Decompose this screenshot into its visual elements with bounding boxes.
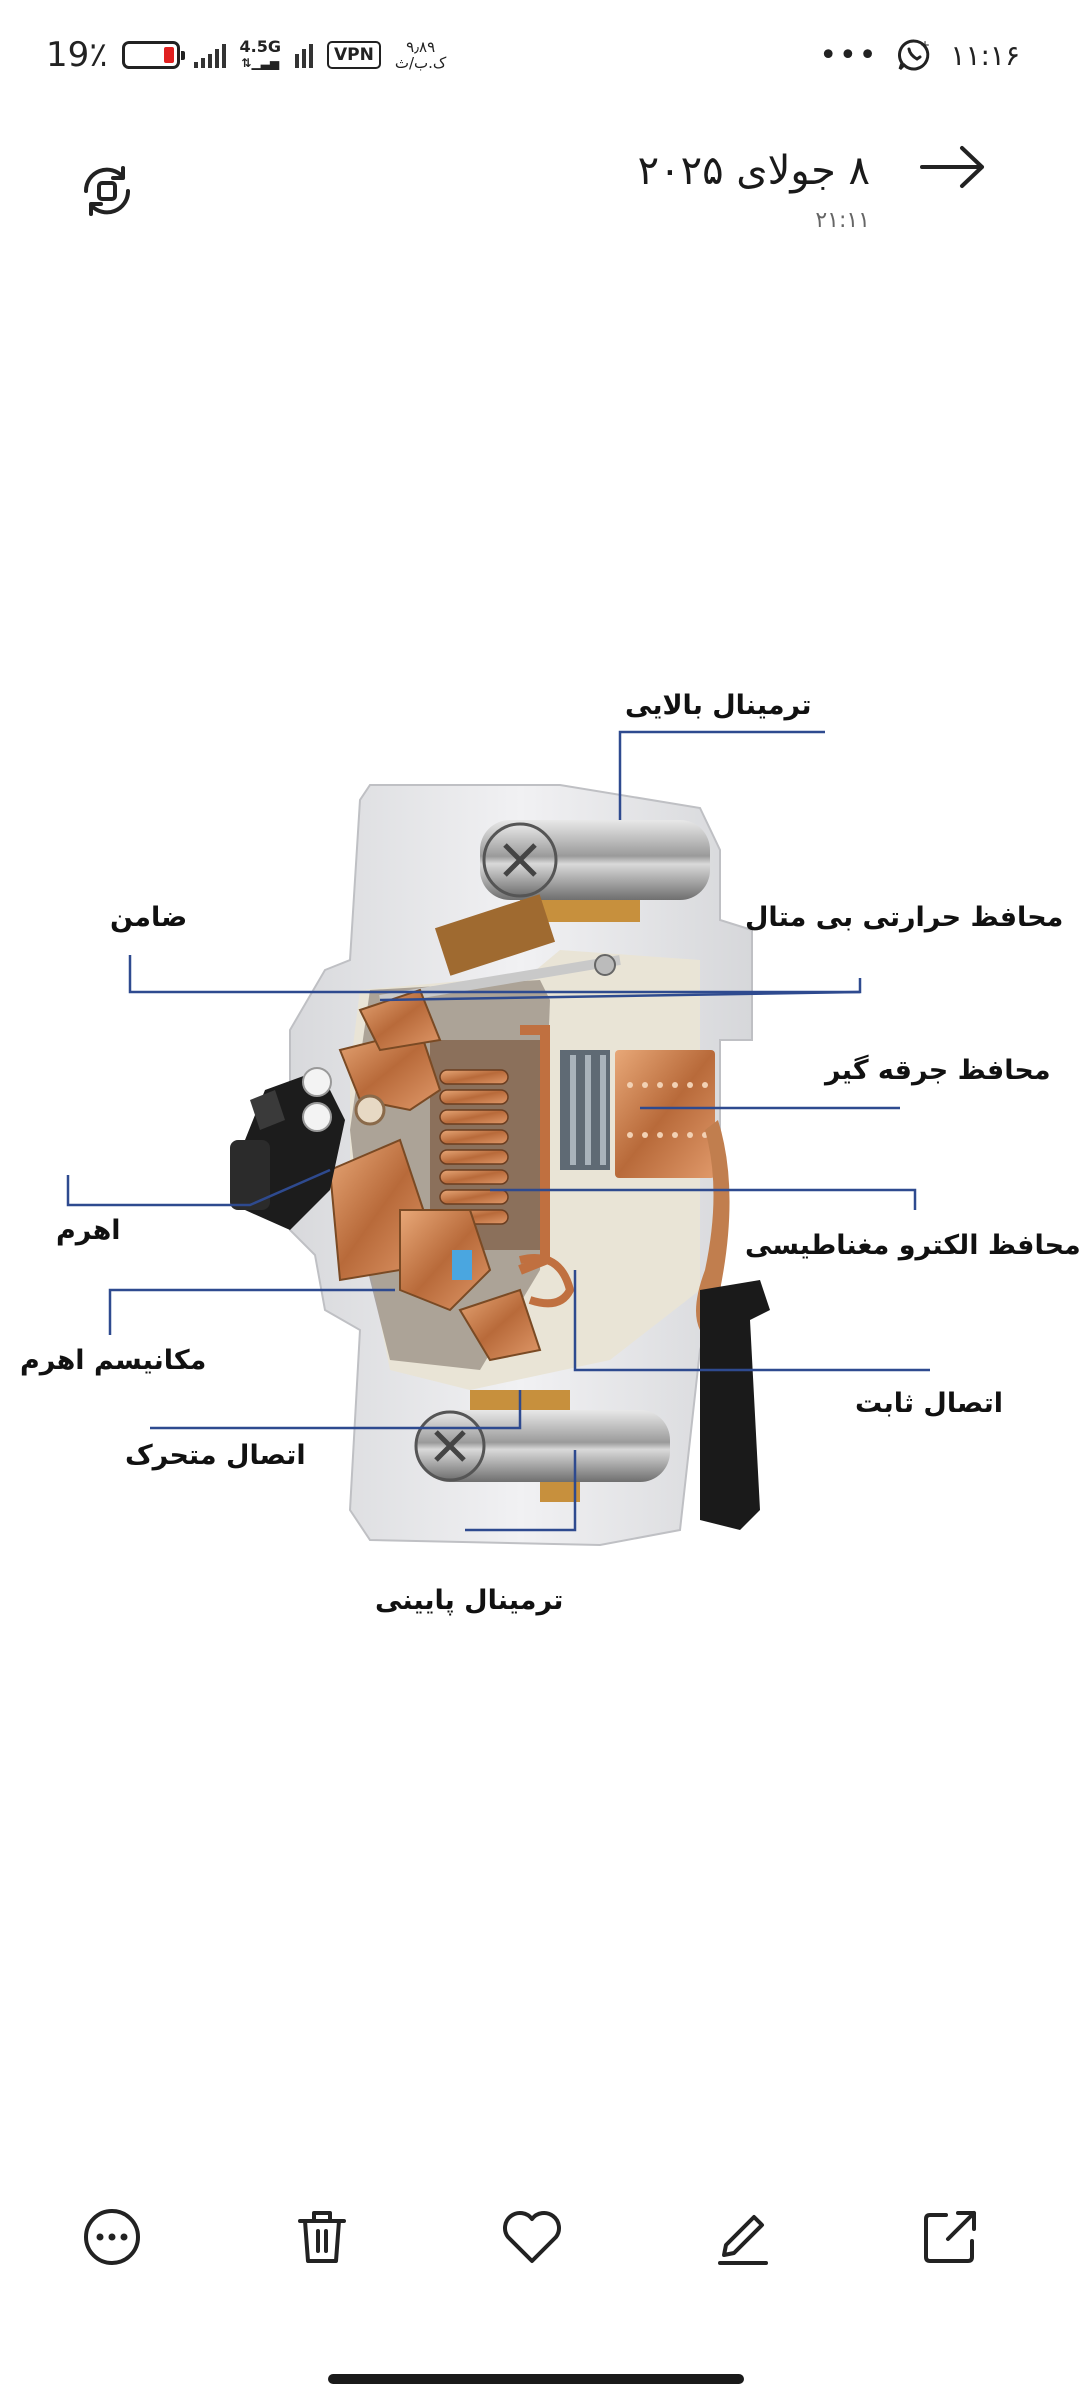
clock: ۱۱:۱۶	[950, 38, 1020, 72]
label-electromagnetic: محافظ الکترو مغناطیسی	[745, 1230, 1080, 1261]
speed-value: ۹٫۸۹	[406, 38, 436, 56]
label-fixed-contact: اتصال ثابت	[855, 1388, 1003, 1419]
label-arc-chute: محافظ جرقه گیر	[825, 1055, 1051, 1086]
network-type: 4.5G	[239, 37, 282, 56]
battery-icon	[121, 41, 185, 69]
label-top-terminal: ترمینال بالایی	[625, 690, 812, 721]
svg-text:+: +	[920, 38, 930, 52]
label-lever-mechanism: مکانیسم اهرم	[20, 1345, 207, 1376]
label-guarantor: ضامن	[110, 902, 188, 933]
arc-chute	[560, 1050, 730, 1330]
top-terminal	[434, 820, 710, 976]
more-notifications-icon: •••	[819, 37, 879, 73]
signal-icon	[193, 42, 226, 68]
breaker-illustration	[230, 784, 770, 1547]
speed-unit: ک.ب/ث	[394, 54, 447, 72]
page-title: ۸ جولای ۲۰۲۵	[637, 148, 870, 194]
page-subtitle: ۲۱:۱۱	[815, 208, 870, 233]
edit-icon[interactable]	[710, 2205, 774, 2269]
network-indicator: 4.5G ⇅▁▃▅	[239, 37, 282, 71]
network-speed: ۹٫۸۹ ک.ب/ث	[395, 39, 447, 71]
whatsapp-icon: +	[898, 38, 930, 71]
more-icon[interactable]	[80, 2205, 144, 2269]
status-bar-right: ••• + ۱۱:۱۶	[819, 30, 1020, 80]
label-lever: اهرم	[56, 1215, 121, 1246]
share-icon[interactable]	[918, 2205, 982, 2269]
label-bottom-terminal: ترمینال پایینی	[375, 1585, 564, 1616]
breaker-diagram: ترمینال بالایی محافظ حرارتی بی متال ضامن…	[0, 670, 1080, 1670]
label-bimetal: محافظ حرارتی بی متال	[745, 902, 1064, 933]
label-moving-contact: اتصال متحرک	[125, 1440, 306, 1471]
favorite-icon[interactable]	[500, 2205, 564, 2269]
status-bar: 19٪ 4.5G ⇅▁▃▅ VPN ۹٫۸۹ ک.ب/ث ••• + ۱۱:۱۶	[0, 0, 1080, 110]
rotate-icon[interactable]	[78, 162, 136, 220]
status-bar-left: 19٪ 4.5G ⇅▁▃▅ VPN ۹٫۸۹ ک.ب/ث	[46, 30, 446, 80]
lever-mechanism	[328, 988, 542, 1362]
vpn-badge: VPN	[327, 41, 381, 69]
battery-percent: 19٪	[46, 35, 108, 75]
back-arrow-icon[interactable]	[918, 142, 988, 192]
home-indicator[interactable]	[328, 2374, 744, 2384]
leader-lines	[66, 730, 930, 1532]
din-clip	[700, 1280, 770, 1530]
delete-icon[interactable]	[290, 2205, 354, 2269]
header-title-block: ۸ جولای ۲۰۲۵ ۲۱:۱۱	[638, 148, 870, 233]
signal-icon-2	[295, 42, 314, 68]
